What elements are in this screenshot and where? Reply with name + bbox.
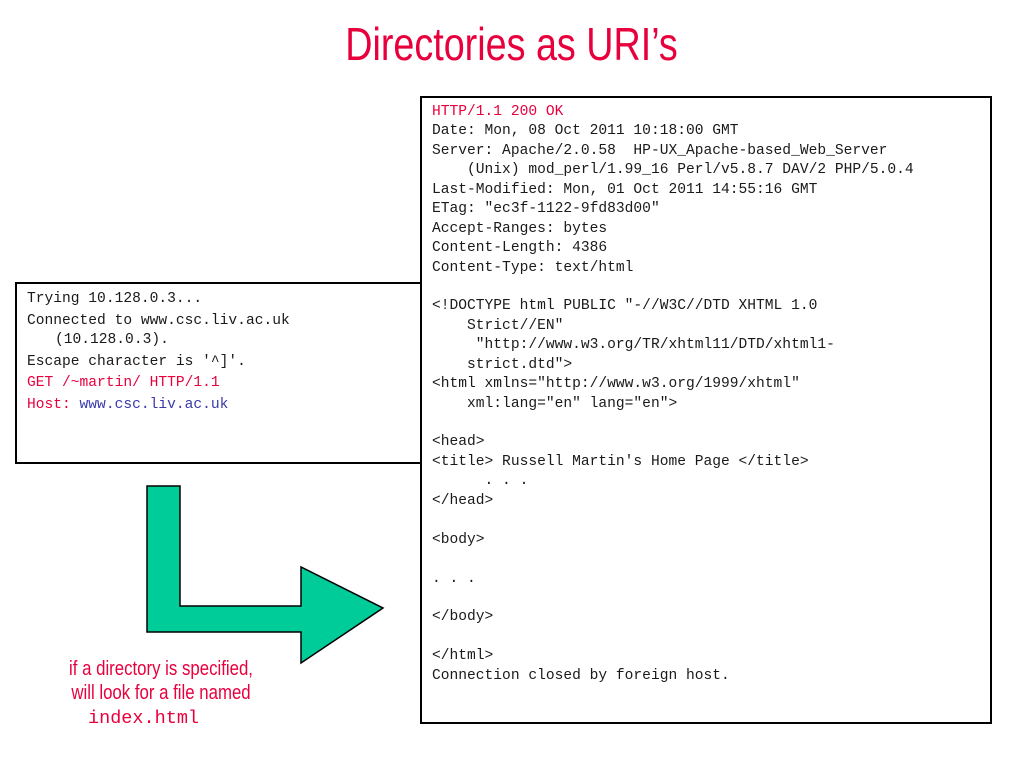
response-line: Content-Length: 4386 — [432, 240, 608, 257]
response-line: Accept-Ranges: bytes — [432, 220, 608, 237]
telnet-request-box: Trying 10.128.0.3... Connected to www.cs… — [15, 282, 443, 464]
response-line: . . . — [432, 570, 476, 587]
http-response-box: HTTP/1.1 200 OK Date: Mon, 08 Oct 2011 1… — [420, 96, 992, 724]
arrow-path — [146, 485, 385, 665]
request-get-line: GET /~martin/ HTTP/1.1 — [27, 375, 220, 391]
response-line: Date: Mon, 08 Oct 2011 10:18:00 GMT — [432, 123, 739, 140]
status-line: HTTP/1.1 200 OK — [432, 104, 564, 120]
response-line — [432, 550, 914, 569]
response-line: (Unix) mod_perl/1.99_16 Perl/v5.8.7 DAV/… — [432, 162, 914, 179]
response-line: Strict//EN" — [432, 317, 564, 334]
response-line: <html xmlns="http://www.w3.org/1999/xhtm… — [432, 376, 800, 393]
response-line — [432, 511, 914, 530]
host-label: Host: — [27, 396, 80, 413]
response-line: . . . — [432, 473, 529, 490]
response-line: strict.dtd"> — [432, 356, 573, 373]
response-line: </html> — [432, 648, 494, 665]
slide-title: Directories as URI’s — [345, 18, 678, 70]
green-arrow-shape — [146, 485, 385, 665]
response-line — [432, 278, 914, 297]
response-line: "http://www.w3.org/TR/xhtml11/DTD/xhtml1… — [432, 337, 835, 354]
request-line: Connected to www.csc.liv.ac.uk — [27, 312, 290, 329]
request-text: Trying 10.128.0.3... Connected to www.cs… — [27, 289, 290, 416]
response-line — [432, 414, 914, 433]
response-line — [432, 628, 914, 647]
index-filename: index.html — [88, 708, 200, 729]
response-line — [432, 589, 914, 608]
response-line: Connection closed by foreign host. — [432, 667, 730, 684]
response-line: Server: Apache/2.0.58 HP-UX_Apache-based… — [432, 142, 888, 159]
response-line: ETag: "ec3f-1122-9fd83d00" — [432, 201, 660, 218]
response-line: <title> Russell Martin's Home Page </tit… — [432, 453, 809, 470]
response-line: <!DOCTYPE html PUBLIC "-//W3C//DTD XHTML… — [432, 298, 818, 315]
response-text: HTTP/1.1 200 OK Date: Mon, 08 Oct 2011 1… — [432, 103, 914, 686]
response-line: xml:lang="en" lang="en"> — [432, 395, 678, 412]
response-line: Last-Modified: Mon, 01 Oct 2011 14:55:16… — [432, 181, 818, 198]
request-host-line: Host: www.csc.liv.ac.uk — [27, 395, 290, 417]
response-line: </head> — [432, 492, 494, 509]
response-line: Content-Type: text/html — [432, 259, 634, 276]
host-value: www.csc.liv.ac.uk — [79, 396, 229, 413]
request-line: Trying 10.128.0.3... — [27, 291, 203, 307]
response-line: </body> — [432, 609, 494, 626]
request-line: (10.128.0.3). — [55, 332, 169, 348]
directory-note: if a directory is specified, will look f… — [69, 658, 253, 704]
request-line: Escape character is '^]'. — [27, 353, 246, 370]
response-line: <head> — [432, 434, 485, 451]
response-line: <body> — [432, 531, 485, 548]
